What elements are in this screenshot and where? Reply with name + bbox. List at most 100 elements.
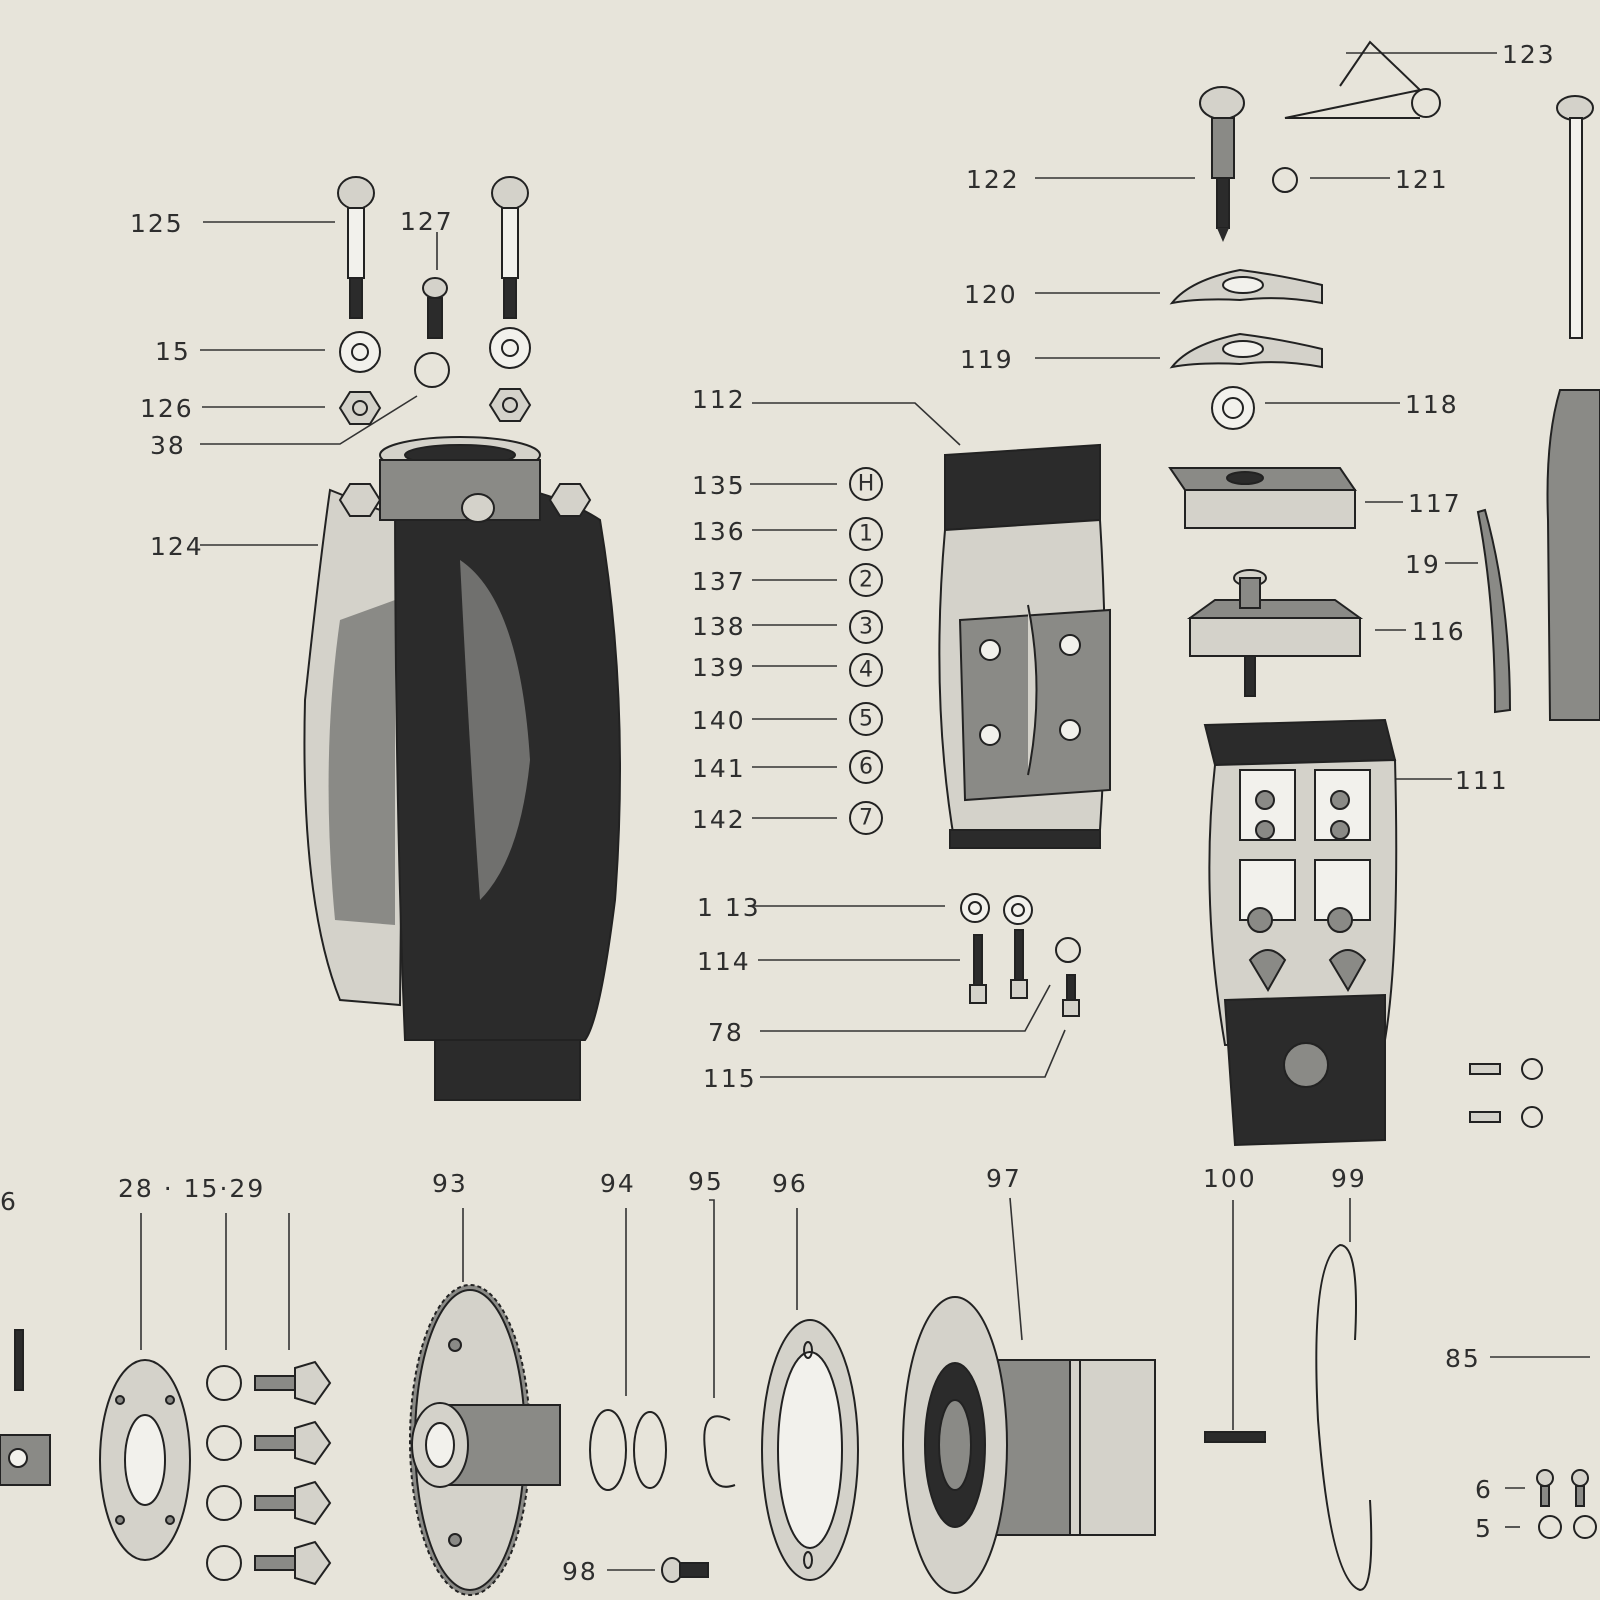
part-118-washer: [1211, 386, 1255, 430]
part-127-screw: [422, 277, 448, 339]
part-edge-housing: [1546, 389, 1600, 721]
label-121: 121: [1395, 165, 1449, 194]
part-28-flange-plate: [99, 1359, 191, 1561]
marker-139: 4: [859, 658, 873, 683]
part-5-rings: [1538, 1515, 1597, 1539]
part-38-washer: [414, 352, 450, 388]
part-125-bolt: [337, 176, 375, 319]
label-97: 97: [986, 1164, 1022, 1193]
part-115-screw: [1062, 974, 1080, 1017]
label-94: 94: [600, 1169, 636, 1198]
label-140: 140: [692, 706, 746, 735]
part-95-c-clip: [703, 1415, 736, 1488]
part-123-spring-clip: [1284, 40, 1441, 119]
part-113-washer: [960, 893, 990, 923]
label-141: 141: [692, 754, 746, 783]
marker-138: 3: [859, 615, 873, 640]
label-6-right: 6: [1475, 1475, 1493, 1504]
leader-lines: [140, 52, 1590, 1571]
part-124-housing: [303, 436, 621, 1101]
part-edge-long-bolt: [1556, 95, 1594, 339]
part-19-strip: [1476, 508, 1512, 714]
label-138: 138: [692, 612, 746, 641]
label-100: 100: [1203, 1164, 1257, 1193]
part-99-retaining-ring: [1315, 1243, 1373, 1592]
label-112: 112: [692, 385, 746, 414]
part-114-screw: [969, 934, 987, 1004]
part-116-contact: [1186, 569, 1364, 697]
label-95: 95: [688, 1167, 724, 1196]
label-38: 38: [150, 431, 186, 460]
label-119: 119: [960, 345, 1014, 374]
part-94-rings: [589, 1409, 667, 1491]
part-117-block: [1168, 467, 1357, 529]
label-6-left: 6: [0, 1187, 18, 1216]
part-126-nut-right-hole: [502, 397, 518, 413]
part-113-washer-right-hole: [1011, 903, 1025, 917]
label-111: 111: [1455, 766, 1509, 795]
label-118: 118: [1405, 390, 1459, 419]
label-124: 124: [150, 532, 204, 561]
part-118-washer-hole: [1222, 397, 1244, 419]
label-114: 114: [697, 947, 751, 976]
part-100-key: [1204, 1431, 1266, 1443]
label-136: 136: [692, 517, 746, 546]
label-139: 139: [692, 653, 746, 682]
label-99: 99: [1331, 1164, 1367, 1193]
label-78: 78: [708, 1018, 744, 1047]
part-113-washer-hole: [968, 901, 982, 915]
marker-140: 5: [859, 707, 873, 732]
label-142: 142: [692, 805, 746, 834]
label-122: 122: [966, 165, 1020, 194]
part-edge-left-pin: [0, 1329, 51, 1486]
label-116: 116: [1412, 617, 1466, 646]
part-126-nut: [338, 391, 382, 425]
part-96-gasket: [761, 1319, 859, 1581]
label-96: 96: [772, 1169, 808, 1198]
label-28-15-29: 28 · 15·29: [118, 1174, 265, 1203]
label-115: 115: [703, 1064, 757, 1093]
label-120: 120: [964, 280, 1018, 309]
marker-135: H: [858, 472, 875, 497]
part-126-nut-hole: [352, 400, 368, 416]
part-98-screw: [661, 1557, 709, 1583]
part-labels: 123 122 121 125 127 120 119 15 126 38 11…: [0, 40, 1556, 1586]
marker-137: 2: [859, 568, 873, 593]
marker-142: 7: [859, 806, 873, 831]
label-85: 85: [1445, 1344, 1481, 1373]
part-112-brush-holder: [938, 443, 1111, 849]
label-125: 125: [130, 209, 184, 238]
part-114-screw-right: [1010, 929, 1028, 999]
label-98: 98: [562, 1557, 598, 1586]
part-6-screws: [1536, 1469, 1589, 1507]
label-93: 93: [432, 1169, 468, 1198]
part-edge-screw-ring-pairs: [1469, 1058, 1543, 1128]
part-111-base-block: [1203, 718, 1398, 1147]
part-97-bearing: [902, 1296, 1156, 1594]
part-113-washer-right: [1003, 895, 1033, 925]
label-123: 123: [1502, 40, 1556, 69]
label-135: 135: [692, 471, 746, 500]
marker-141: 6: [859, 755, 873, 780]
part-121-ring: [1272, 167, 1298, 193]
part-125-bolt-right: [491, 176, 529, 319]
label-127: 127: [400, 207, 454, 236]
part-93-gear: [409, 1284, 561, 1596]
part-119-plate: [1169, 332, 1323, 369]
label-19: 19: [1405, 550, 1441, 579]
part-120-plate: [1169, 268, 1323, 305]
label-5: 5: [1475, 1514, 1493, 1543]
part-15-washer-right: [489, 327, 531, 369]
part-122-stud: [1199, 86, 1245, 242]
label-117: 117: [1408, 489, 1462, 518]
part-78-ring: [1055, 937, 1081, 963]
part-126-nut-right: [488, 388, 532, 422]
part-15-29-washers-screws: [206, 1360, 332, 1586]
label-126: 126: [140, 394, 194, 423]
part-15-washer-hole: [351, 343, 369, 361]
part-15-washer: [339, 331, 381, 373]
part-15-washer-right-hole: [501, 339, 519, 357]
label-15: 15: [155, 337, 191, 366]
circled-markers: H 1 2 3 4 5 6 7: [849, 467, 883, 835]
